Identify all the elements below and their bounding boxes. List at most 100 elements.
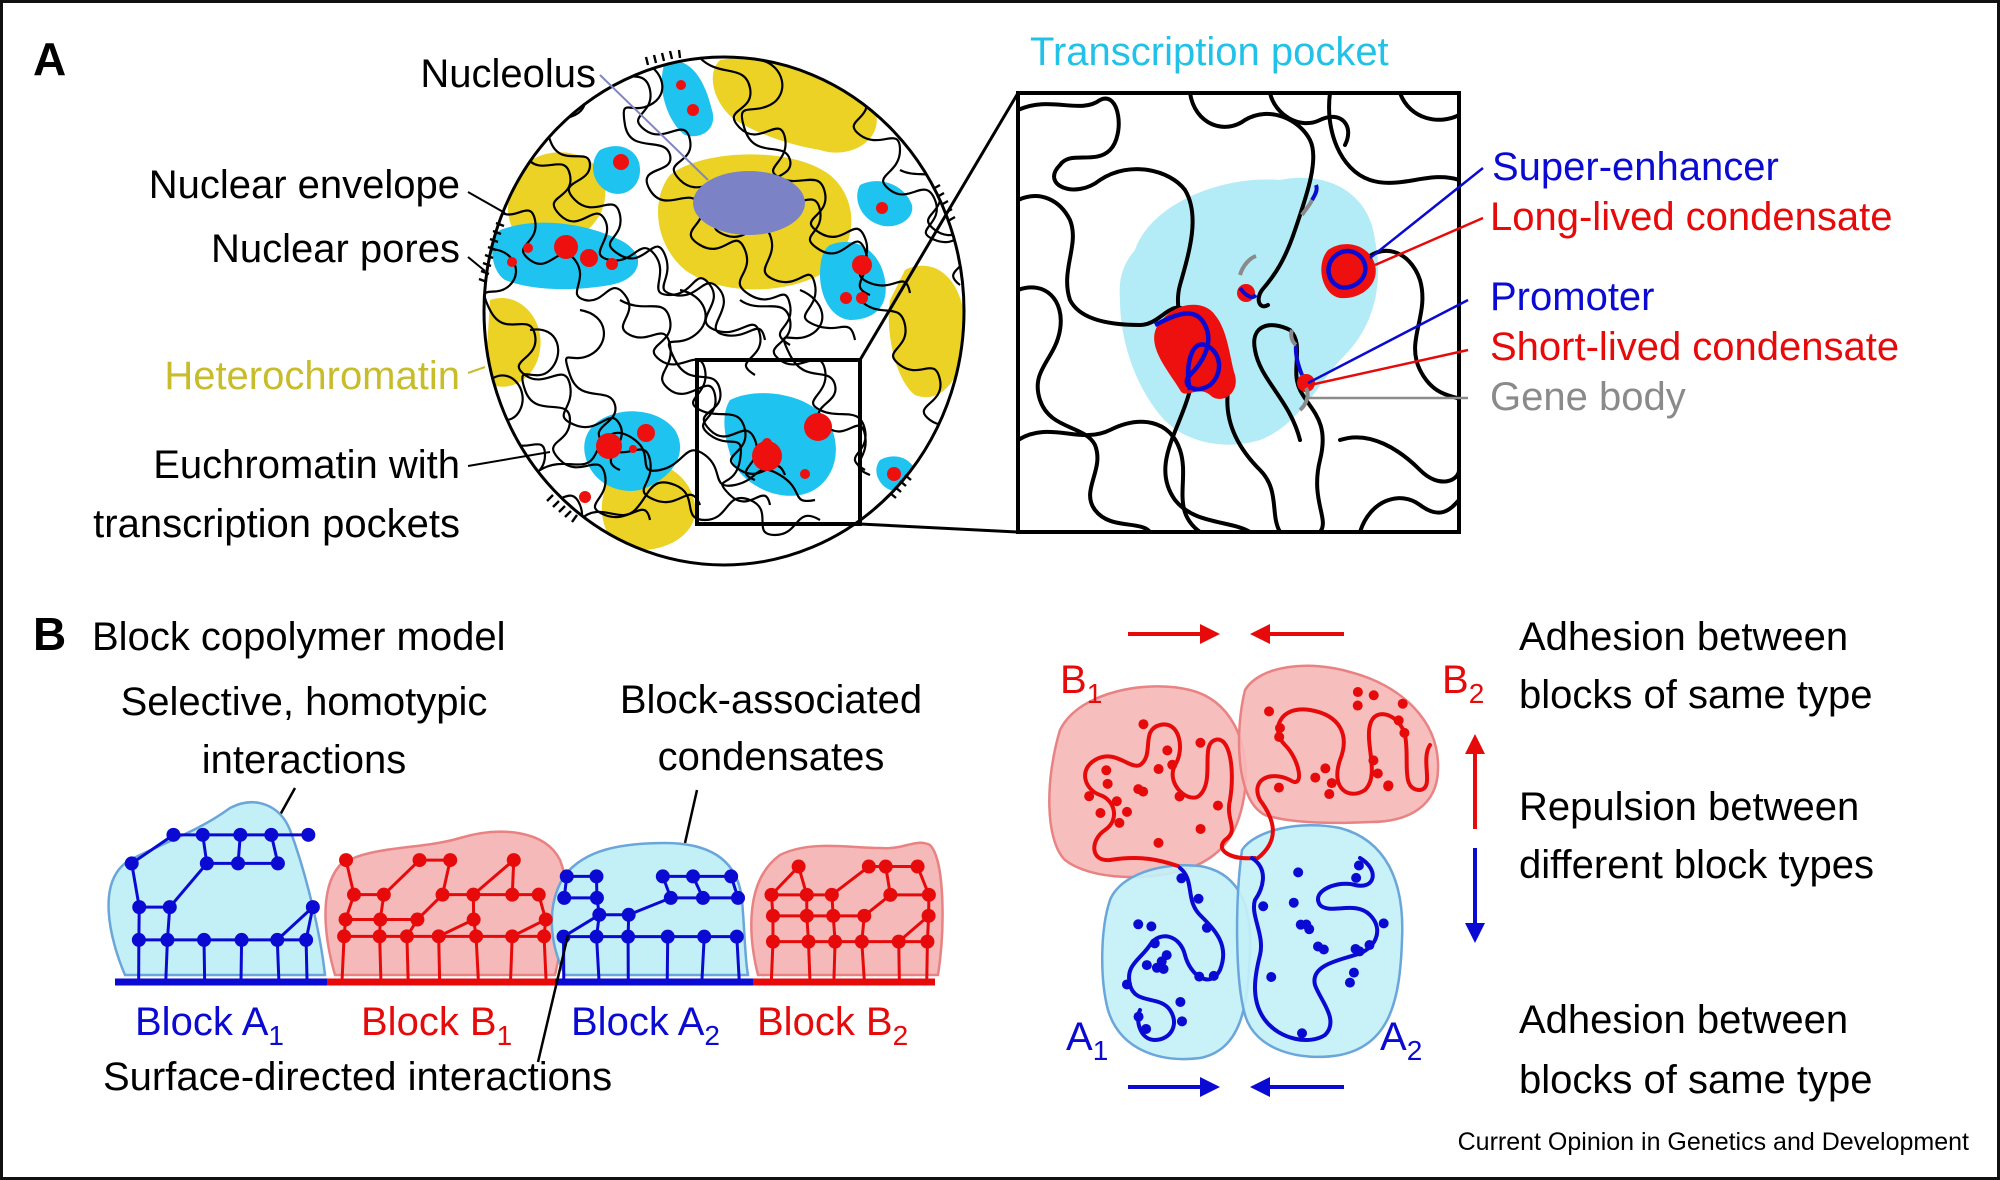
network-a2 [556,869,746,981]
network-link [509,936,514,981]
network-node [376,887,391,902]
network-link [405,936,410,981]
annotation-homotypic-line1: Selective, homotypic [121,680,488,724]
network-node [299,932,314,947]
long-lived-condensate-large [1153,304,1236,399]
network-node [765,908,780,923]
desc-mid-line1: Repulsion between [1519,785,1859,829]
network-node [233,827,248,842]
network-node [861,859,876,874]
domain-dots [1084,687,1410,1039]
network-node [197,932,212,947]
block-label-a1-sub: 1 [268,1020,284,1051]
network-node [162,900,177,915]
leader-long-lived [1374,216,1484,267]
network-node [660,929,675,944]
network-node [505,887,520,902]
network-node [346,887,361,902]
network-node [537,929,552,944]
domain-dot-a1 [1193,893,1204,904]
domain-dot-b2 [1352,700,1363,711]
leader-condensates [683,789,699,844]
source-credit: Current Opinion in Genetics and Developm… [1458,1128,1969,1156]
network-node [557,890,572,905]
domain-label-a2-sub: 2 [1407,1035,1423,1066]
network-node [724,869,739,884]
domain-dot-a1 [1175,996,1186,1007]
panel-b: B Block copolymer model Selective, homot… [33,608,1874,1102]
block-label-a2-name: Block A [571,1000,705,1044]
network-node [264,827,279,842]
domain-dot-b1 [1153,837,1164,848]
network-node [160,932,175,947]
domain-dot-a2 [1304,924,1315,935]
network-link [830,865,870,897]
network-link [130,863,141,908]
block-condensate-a1 [107,801,327,977]
network-node [443,853,458,868]
domain-label-a1-letter: A [1066,1015,1093,1059]
annotation-surface: Surface-directed interactions [103,1055,612,1099]
network-node [697,929,712,944]
leader-short-lived [1309,348,1469,387]
network-link [340,936,346,981]
network-node [466,912,481,927]
network-link [472,858,515,896]
zoom-connector-top [858,92,1020,361]
leader-nucleolus [599,74,709,181]
domain-dot-b2 [1264,706,1275,717]
legend-promoter: Promoter [1490,275,1655,319]
desc-bottom-line2: blocks of same type [1519,1058,1873,1102]
network-node [131,932,146,947]
domain-label-b2: B2 [1442,658,1484,709]
network-node [826,908,841,923]
domain-arrows [1128,624,1485,1097]
condensates [507,80,901,503]
network-node [589,869,604,884]
panel-b-title: Block copolymer model [92,615,506,659]
domain-dot-a2 [1351,872,1362,883]
network-node [801,934,816,949]
network-node [301,827,316,842]
domain-dot-b1 [1133,784,1144,795]
network-node [195,827,210,842]
label-heterochromatin: Heterochromatin [164,354,460,398]
domain-label-b2-letter: B [1442,658,1469,702]
network-node [270,932,285,947]
short-lived-condensates [1237,184,1319,412]
domain-dot-b1 [1101,765,1112,776]
network-node [338,912,353,927]
domain-dot-a2 [1266,972,1277,983]
block-label-b1: Block B1 [361,1000,512,1051]
domain-dot-a2 [1295,919,1306,930]
desc-top-line1: Adhesion between [1519,615,1848,659]
domain-dot-a1 [1201,922,1212,933]
legend-super-enhancer: Super-enhancer [1492,145,1779,189]
domain-dot-b2 [1372,768,1383,779]
leader-euchromatin [467,451,551,467]
leader-nuclear-pores [467,256,486,272]
network-node [337,929,352,944]
network-node [799,887,814,902]
label-nuclear-envelope: Nuclear envelope [149,163,460,207]
domain-dot-b1 [1102,778,1113,789]
inset-frame [1016,91,1461,534]
network-node [695,890,710,905]
network-node [857,908,872,923]
nuclear-envelope [482,55,966,567]
domain-dot-b2 [1399,727,1410,738]
network-node [435,887,450,902]
network-node [372,929,387,944]
domain-dot-a2 [1318,944,1329,955]
network-link [168,862,208,909]
network-link [595,936,601,981]
domain-label-a1-sub: 1 [1093,1035,1109,1066]
network-node [791,859,806,874]
network-node [373,912,388,927]
annotation-condensates-line2: condensates [658,735,885,779]
network-node [166,827,181,842]
network-node [132,900,147,915]
domain-dot-b2 [1274,731,1285,742]
network-node [469,929,484,944]
leader-promoter [1307,298,1469,385]
